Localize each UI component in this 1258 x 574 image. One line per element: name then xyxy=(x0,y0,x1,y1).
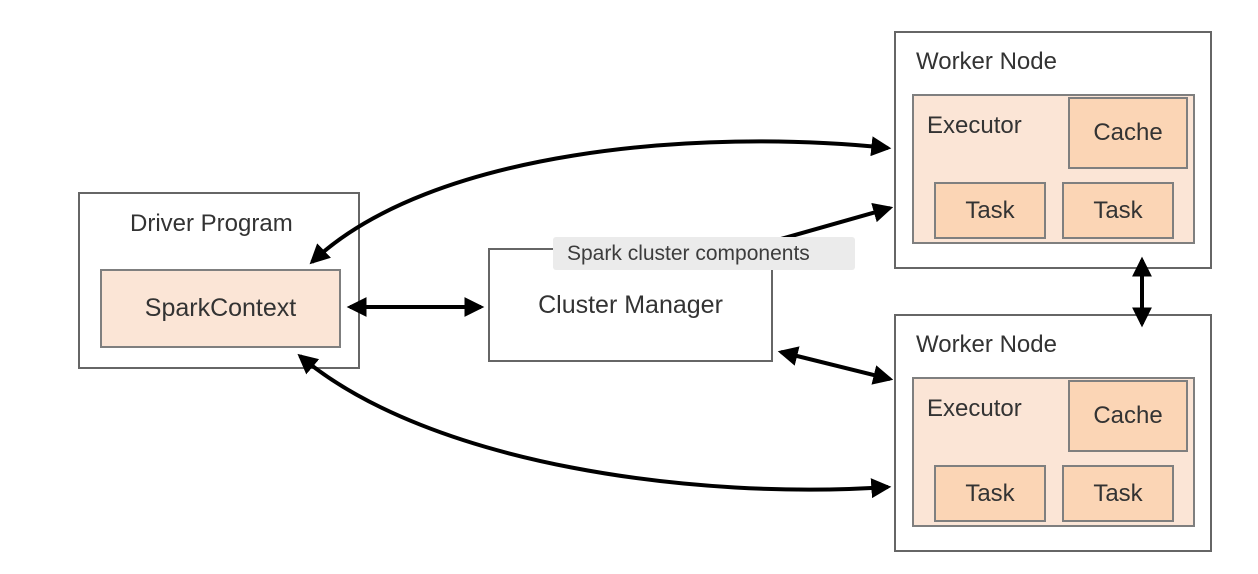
cluster-manager-label: Cluster Manager xyxy=(538,290,723,319)
worker-node-1-task-label-1: Task xyxy=(965,196,1015,224)
worker-node-2-cache-box[interactable]: Cache xyxy=(1068,380,1188,452)
worker-node-2-task-box-2[interactable]: Task xyxy=(1062,465,1174,522)
spark-context-label: SparkContext xyxy=(144,294,297,322)
worker-node-2-task-label-2: Task xyxy=(1093,479,1143,507)
spark-context-box[interactable]: SparkContext xyxy=(100,269,341,348)
worker-node-1-cache-box[interactable]: Cache xyxy=(1068,97,1188,169)
worker-node-2-cache-label: Cache xyxy=(1093,402,1163,429)
edge-sparkcontext-worker-2 xyxy=(297,353,892,499)
worker-node-2-executor-label: Executor xyxy=(927,395,1022,422)
driver-program-title: Driver Program xyxy=(130,210,293,237)
tooltip-text: Spark cluster components xyxy=(567,241,810,265)
worker-node-1-executor-label: Executor xyxy=(927,112,1022,139)
worker-node-1-title: Worker Node xyxy=(916,48,1057,75)
worker-node-1-task-label-2: Task xyxy=(1093,196,1143,224)
edge-cluster-manager-worker-2 xyxy=(777,346,894,385)
worker-node-1-cache-label: Cache xyxy=(1093,119,1163,146)
worker-node-2-title: Worker Node xyxy=(916,331,1057,358)
worker-node-1-task-box-2[interactable]: Task xyxy=(1062,182,1174,239)
worker-node-2-task-box-1[interactable]: Task xyxy=(934,465,1046,522)
worker-node-2-task-label-1: Task xyxy=(965,479,1015,507)
tooltip-spark-cluster-components: Spark cluster components xyxy=(553,237,855,270)
worker-node-1-task-box-1[interactable]: Task xyxy=(934,182,1046,239)
